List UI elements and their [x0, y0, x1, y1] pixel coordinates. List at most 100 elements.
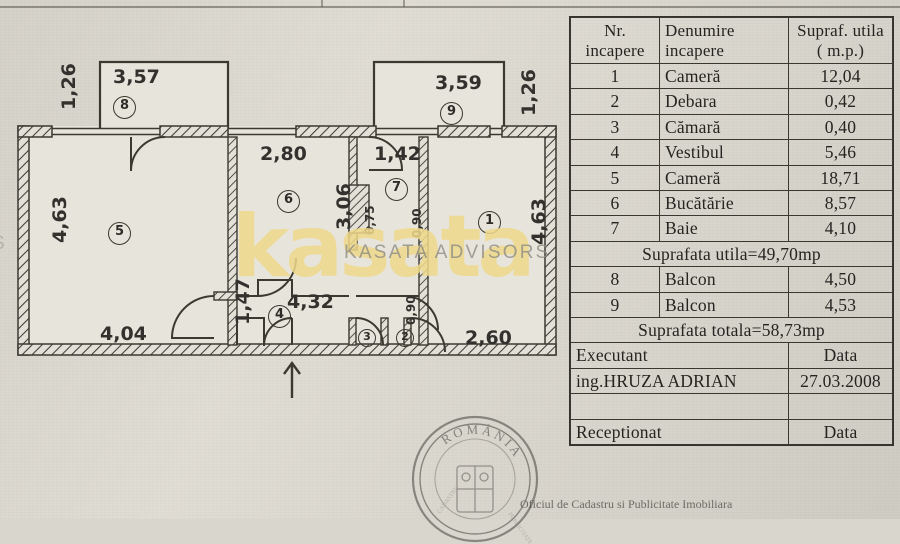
table-row[interactable]: 8 Balcon 4,50 [570, 266, 893, 293]
dimension-3-59: 3,59 [435, 72, 482, 94]
header-name-cell: Denumire incapere [659, 16, 789, 65]
row-area: 4,10 [788, 215, 893, 242]
row-nr: 8 [570, 266, 660, 293]
row-name: Cameră [659, 164, 789, 192]
header-nr-line2: incapere [585, 40, 645, 60]
receptionat-date-label: Data [788, 418, 893, 445]
receptionat-label: Receptionat [570, 418, 789, 445]
executant-header-row: Executant Data [570, 342, 893, 369]
exterior-openings [52, 127, 502, 136]
subtotal-row: Suprafata utila=49,70mp [570, 240, 893, 268]
row-area: 5,46 [788, 139, 893, 166]
row-name: Bucătărie [659, 190, 789, 217]
balcony-9-outline [372, 60, 506, 128]
room-marker-8[interactable]: 8 [113, 96, 136, 119]
room-marker-6[interactable]: 6 [277, 190, 300, 213]
executant-name: ing.HRUZA ADRIAN [570, 367, 789, 395]
row-nr: 7 [570, 215, 660, 242]
executant-date: 27.03.2008 [788, 367, 893, 395]
row-area: 4,53 [788, 291, 893, 319]
room-marker-4[interactable]: 4 [268, 305, 291, 328]
table-row[interactable]: 9 Balcon 4,53 [570, 291, 893, 319]
executant-signature-cell [570, 393, 789, 420]
total-area: Suprafata totala=58,73mp [570, 316, 893, 344]
table-row[interactable]: 6 Bucătărie 8,57 [570, 190, 893, 217]
table-header-row: Nr. incapere Denumire incapere Supraf. u… [570, 16, 893, 65]
row-name: Debara [659, 88, 789, 115]
row-nr: 9 [570, 291, 660, 319]
row-nr: 6 [570, 190, 660, 217]
dimension-0-90-b: 0,90 [404, 295, 418, 325]
row-name: Cameră [659, 63, 789, 90]
header-area-line1: Supraf. utila [797, 21, 884, 40]
top-page-rule [0, 0, 900, 8]
romania-official-stamp: ROMÂNIA CADASTRU PUBLICITATE [411, 415, 539, 544]
table-body: Nr. incapere Denumire incapere Supraf. u… [570, 16, 893, 445]
dimension-3-06: 3,06 [333, 183, 355, 230]
room-marker-1[interactable]: 1 [478, 211, 501, 234]
dimension-2-80: 2,80 [260, 143, 307, 165]
row-area: 8,57 [788, 190, 893, 217]
executant-signature-row [570, 393, 893, 420]
dimension-1-42: 1,42 [374, 143, 421, 165]
svg-text:PUBLICITATE: PUBLICITATE [506, 512, 533, 544]
subtotal-useful-area: Suprafata utila=49,70mp [570, 240, 893, 268]
dimension-1-26-left: 1,26 [58, 63, 80, 110]
row-name: Balcon [659, 266, 789, 293]
balcony-8-outline [98, 60, 230, 128]
header-nr-line1: Nr. [604, 21, 626, 40]
row-nr: 2 [570, 88, 660, 115]
row-nr: 1 [570, 63, 660, 90]
executant-label: Executant [570, 342, 789, 369]
table-row[interactable]: 7 Baie 4,10 [570, 215, 893, 242]
dimension-4-63-right: 4,63 [528, 198, 550, 245]
dimension-2-60: 2,60 [465, 327, 512, 349]
row-nr: 5 [570, 164, 660, 192]
table-row[interactable]: 4 Vestibul 5,46 [570, 139, 893, 166]
room-marker-5[interactable]: 5 [108, 222, 131, 245]
row-nr: 3 [570, 113, 660, 141]
executant-date-label: Data [788, 342, 893, 369]
header-area-cell: Supraf. utila ( m.p.) [788, 16, 893, 65]
dimension-1-47: 1,47 [232, 278, 254, 325]
header-name-line2: incapere [665, 40, 725, 60]
row-name: Cămară [659, 113, 789, 141]
row-name: Baie [659, 215, 789, 242]
svg-text:ROMÂNIA: ROMÂNIA [438, 422, 526, 461]
row-area: 12,04 [788, 63, 893, 90]
executant-value-row: ing.HRUZA ADRIAN 27.03.2008 [570, 367, 893, 395]
table-row[interactable]: 3 Cămară 0,40 [570, 113, 893, 141]
header-nr-cell: Nr. incapere [570, 16, 660, 65]
table-row[interactable]: 1 Cameră 12,04 [570, 63, 893, 90]
dimension-4-63-left: 4,63 [49, 196, 71, 243]
dimension-4-32: 4,32 [287, 291, 334, 313]
dimension-4-04: 4,04 [100, 323, 147, 345]
receptionat-header-row: Receptionat Data [570, 418, 893, 445]
row-name: Balcon [659, 291, 789, 319]
exterior-walls [17, 125, 557, 356]
room-area-table: Nr. incapere Denumire incapere Supraf. u… [569, 16, 894, 446]
table-row[interactable]: 2 Debara 0,42 [570, 88, 893, 115]
room-marker-2[interactable]: 2 [396, 329, 414, 347]
room-marker-7[interactable]: 7 [385, 178, 408, 201]
row-area: 18,71 [788, 164, 893, 192]
executant-stamp-cell [788, 393, 893, 420]
row-area: 0,42 [788, 88, 893, 115]
row-name: Vestibul [659, 139, 789, 166]
entrance-arrow [283, 360, 301, 398]
header-name-line1: Denumire [665, 21, 735, 40]
row-area: 0,40 [788, 113, 893, 141]
row-area: 4,50 [788, 266, 893, 293]
room-marker-3[interactable]: 3 [358, 329, 376, 347]
room-marker-9[interactable]: 9 [440, 102, 463, 125]
dimension-1-26-right: 1,26 [518, 69, 540, 116]
dimension-0-75: 0,75 [363, 205, 377, 235]
footer-note: Oficiul de Cadastru si Publicitate Imobi… [520, 497, 733, 511]
header-area-line2: ( m.p.) [816, 40, 865, 60]
floor-plan: 1,26 3,57 3,59 1,26 2,80 1,42 4,63 3,06 … [17, 60, 557, 398]
total-row: Suprafata totala=58,73mp [570, 316, 893, 344]
dimension-3-57: 3,57 [113, 66, 160, 88]
table-row[interactable]: 5 Cameră 18,71 [570, 164, 893, 192]
dimension-0-90-a: 0,90 [410, 208, 424, 238]
row-nr: 4 [570, 139, 660, 166]
